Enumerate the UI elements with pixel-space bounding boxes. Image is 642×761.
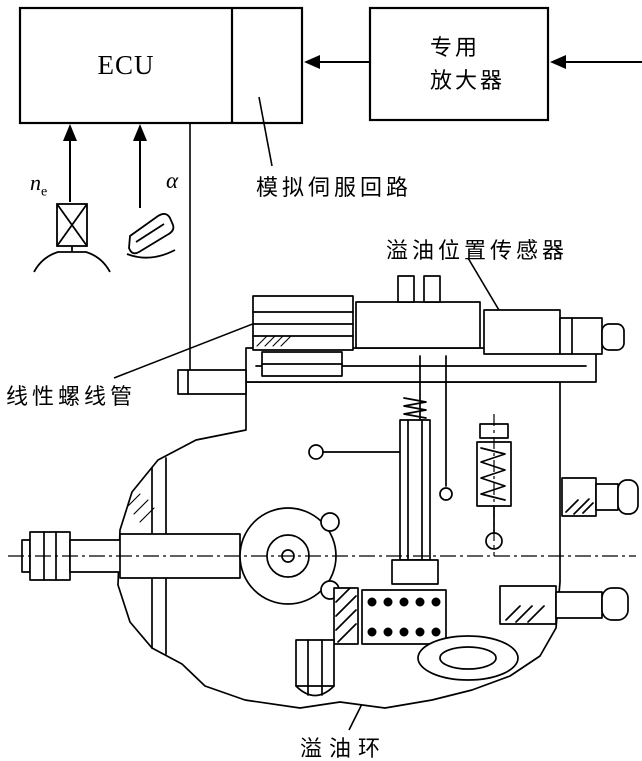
- injection-pump-drawing: [21, 275, 639, 709]
- spill-ring-label: 溢油环: [300, 736, 388, 761]
- accelerator-pedal-icon: [126, 213, 176, 259]
- spill-position-sensor-label: 溢油位置传感器: [386, 238, 569, 263]
- spill-position-sensor-housing: [483, 309, 625, 355]
- bottom-plug: [295, 639, 335, 697]
- amplifier-box: [368, 6, 550, 122]
- amplifier-label-line1: 专用: [430, 35, 481, 60]
- servo-loop-leader-line: [258, 96, 273, 167]
- speed-sensor-icon: [33, 203, 111, 273]
- engine-speed-symbol-n: n: [30, 170, 41, 195]
- governor-weights: [417, 635, 519, 681]
- hatching: [127, 335, 292, 523]
- ecu-box: [18, 6, 304, 125]
- plunger-assembly: [391, 397, 439, 585]
- spill-ring-region: [333, 587, 447, 645]
- servo-loop-label: 模拟伺服回路: [256, 175, 413, 200]
- engine-speed-subscript-e: e: [41, 184, 48, 200]
- linear-solenoid-leader-line: [113, 317, 269, 379]
- linear-solenoid-label: 线性螺线管: [6, 384, 137, 409]
- pump-body-outline: [117, 381, 561, 709]
- amplifier-box-label: 专用 放大器: [370, 8, 548, 120]
- accelerator-angle-symbol: α: [166, 168, 179, 193]
- arrow-pedal-signal-to-ecu: [133, 124, 147, 208]
- ecu-box-label: ECU: [97, 50, 155, 80]
- arrow-amplifier-to-ecu: [304, 55, 369, 69]
- delivery-fitting-upper: [561, 477, 639, 517]
- amplifier-label-line2: 放大器: [430, 68, 506, 93]
- spill-ring-coil-dots: [367, 597, 441, 637]
- delivery-fitting-lower: [499, 585, 629, 625]
- arrow-input-to-amplifier: [550, 55, 642, 69]
- arrow-speed-signal-to-ecu: [63, 124, 77, 202]
- linear-solenoid-block: [252, 295, 354, 377]
- engine-speed-symbol: ne: [30, 170, 47, 200]
